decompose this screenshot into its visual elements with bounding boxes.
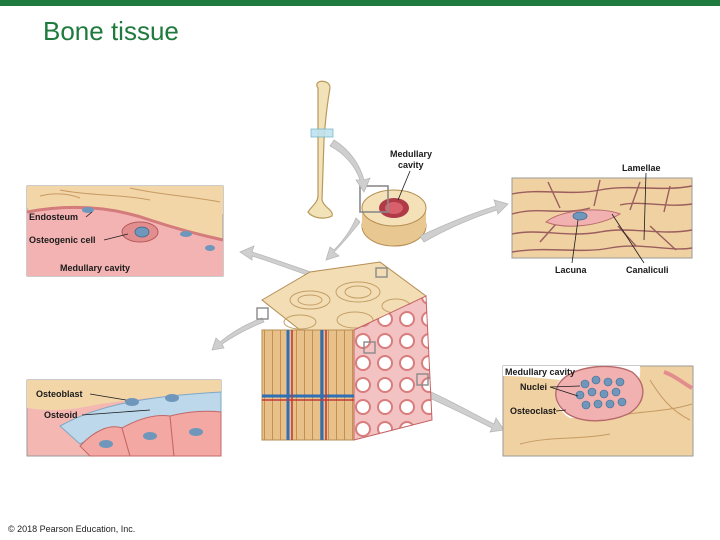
medullary-cavity-top-label-line2: cavity	[398, 160, 424, 170]
lamellae-inset	[511, 177, 693, 259]
osteoid-label: Osteoid	[44, 410, 78, 420]
page-title: Bone tissue	[43, 16, 179, 46]
osteoblast-label: Osteoblast	[36, 389, 83, 399]
nuclei-label: Nuclei	[520, 382, 547, 392]
lacuna-label: Lacuna	[555, 265, 588, 275]
osteogenic-cell-label: Osteogenic cell	[29, 235, 96, 245]
lamellae-label: Lamellae	[622, 163, 661, 173]
osteoblast-inset	[26, 379, 222, 457]
medullary-cavity-left-label: Medullary cavity	[60, 263, 130, 273]
bone-cross-section	[359, 185, 427, 247]
canaliculi-label: Canaliculi	[626, 265, 669, 275]
endosteum-label: Endosteum	[29, 212, 78, 222]
endosteum-inset	[26, 185, 224, 277]
bone-block-3d	[256, 261, 433, 441]
medullary-cavity-right-label: Medullary cavity	[505, 367, 575, 377]
medullary-cavity-top-label-line1: Medullary	[390, 149, 432, 159]
long-bone-illustration	[307, 80, 334, 219]
osteoclast-label: Osteoclast	[510, 406, 556, 416]
top-accent-bar	[0, 0, 720, 6]
copyright-notice: © 2018 Pearson Education, Inc.	[8, 524, 136, 534]
osteoclast-inset	[502, 365, 694, 457]
